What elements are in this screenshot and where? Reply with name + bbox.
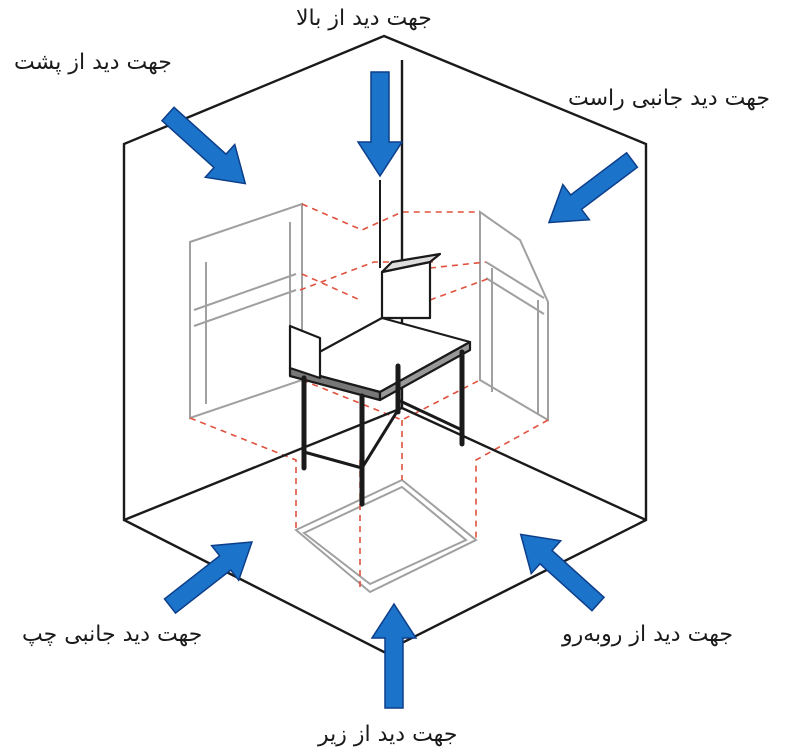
projection-box xyxy=(122,34,648,654)
box-outline xyxy=(122,34,648,654)
right-arrow-icon xyxy=(534,141,646,241)
left-arrow-icon xyxy=(155,523,267,625)
label-front-view: جهت دید از روبه‌رو xyxy=(562,622,733,647)
projection-lines xyxy=(189,203,549,592)
desk xyxy=(288,252,472,507)
label-left-side-view: جهت دید جانبی چپ xyxy=(22,622,203,647)
floor-view xyxy=(294,478,478,594)
ghost-projections xyxy=(189,202,549,594)
label-top-view: جهت دید از بالا xyxy=(296,6,432,31)
label-right-side-view: جهت دید جانبی راست xyxy=(568,86,770,111)
top-arrow-icon xyxy=(357,71,403,177)
desk-left-panel xyxy=(288,324,322,380)
bottom-arrow-icon xyxy=(371,603,417,709)
back-arrow-icon xyxy=(152,96,261,201)
front-arrow-icon xyxy=(505,517,614,622)
back-right-wall-view xyxy=(479,210,549,422)
label-back-view: جهت دید از پشت xyxy=(14,50,172,75)
label-bottom-view: جهت دید از زیر xyxy=(318,722,458,747)
